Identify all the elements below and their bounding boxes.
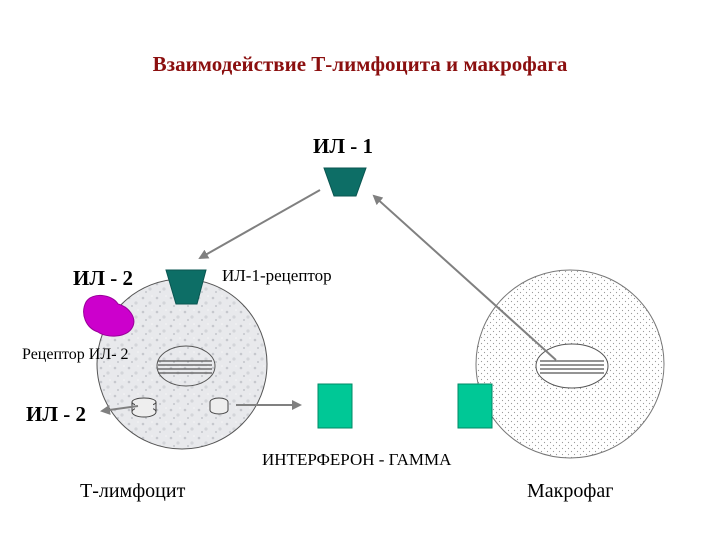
label-il2: ИЛ - 2 [73,266,133,291]
label-interferon-gamma: ИНТЕРФЕРОН - ГАММА [262,450,451,470]
il2-receptor-icon [132,398,156,417]
il2-receptor-icon [210,398,228,414]
il1-molecule-icon [324,168,366,196]
label-macrophage: Макрофаг [527,480,613,503]
label-il2-receptor: Рецептор ИЛ- 2 [22,346,129,364]
arrow-il1-to-receptor [200,190,320,258]
label-il1: ИЛ - 1 [313,134,373,159]
arrow-macrophage-to-il1 [374,196,556,360]
interferon-gamma-block [318,384,352,428]
interferon-gamma-block [458,384,492,428]
label-t-lymphocyte: Т-лимфоцит [80,480,185,503]
label-il1-receptor: ИЛ-1-рецептор [222,266,332,286]
label-il2-secreted: ИЛ - 2 [26,402,86,427]
